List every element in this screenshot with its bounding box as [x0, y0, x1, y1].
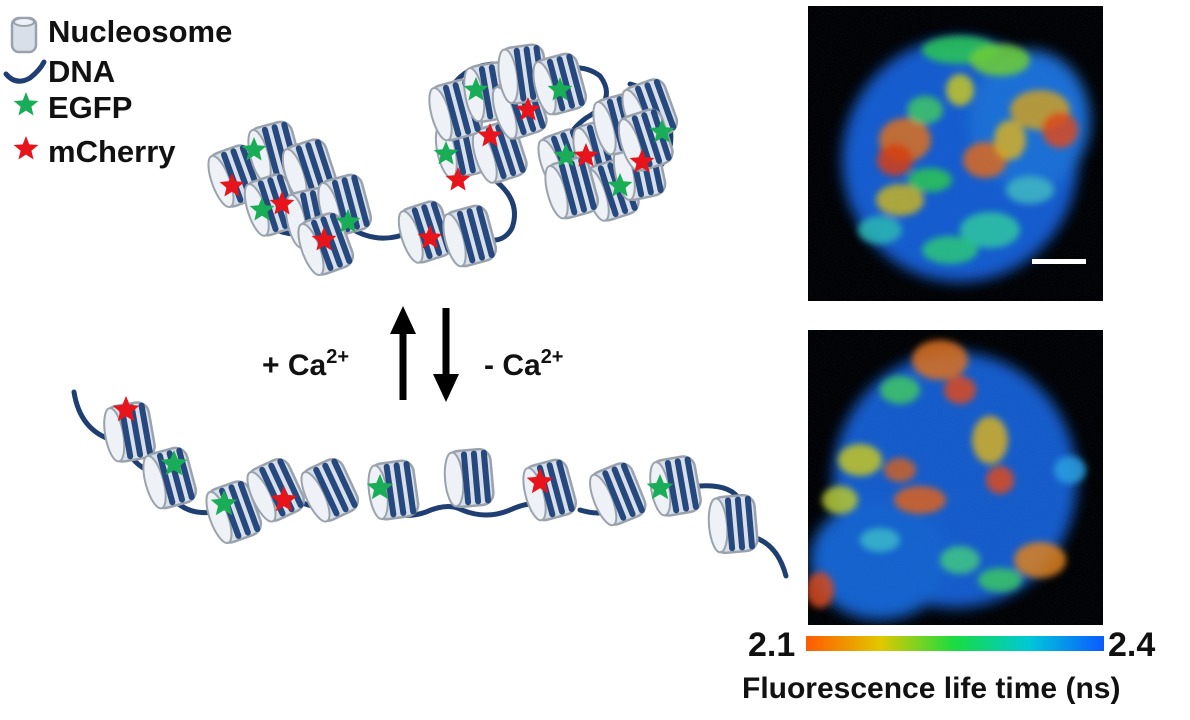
egfp-star-bottom-2 — [210, 490, 238, 516]
colorbar-max-label: 2.4 — [1108, 626, 1156, 664]
red-star-icon — [13, 136, 39, 160]
mcherry-star-top-8 — [477, 123, 503, 147]
scale-bar — [1032, 259, 1086, 264]
condensed-chromatin — [207, 43, 679, 277]
nucleosome-top-23 — [544, 156, 600, 220]
nucleosome-top-22 — [617, 108, 674, 172]
colorbar-title: Fluorescence life time (ns) — [742, 672, 1121, 705]
mcherry-star-top-10 — [445, 167, 471, 191]
egfp-star-top-0 — [241, 137, 267, 161]
mcherry-star-top-3 — [269, 191, 295, 215]
egfp-star-top-15 — [649, 119, 675, 143]
mcherry-star-top-16 — [629, 149, 655, 173]
nucleosome-top-8 — [442, 204, 498, 268]
arrow-down — [433, 308, 459, 402]
legend-label-egfp: EGFP — [48, 90, 133, 125]
colorbar-min-label: 2.1 — [748, 626, 796, 664]
green-star-icon — [13, 92, 39, 116]
legend-label-nucleosome: Nucleosome — [48, 14, 233, 49]
egfp-star-top-17 — [607, 173, 633, 197]
arrow-up — [390, 306, 416, 400]
egfp-star-top-12 — [547, 77, 573, 101]
extended-chromatin — [71, 389, 789, 579]
nucleosome-icon — [10, 16, 38, 54]
egfp-star-top-7 — [463, 77, 489, 101]
mcherry-star-bottom-3 — [270, 486, 298, 512]
mcherry-star-top-1 — [219, 173, 245, 197]
equilibrium-arrows — [390, 306, 459, 402]
egfp-star-top-13 — [553, 143, 579, 167]
legend-label-dna: DNA — [48, 54, 116, 89]
egfp-star-bottom-6 — [646, 474, 674, 500]
mcherry-star-top-5 — [311, 227, 337, 251]
legend-label-mcherry: mCherry — [48, 134, 176, 169]
flim-image-condensed — [808, 6, 1103, 301]
egfp-star-bottom-1 — [160, 450, 188, 476]
nucleosome-bottom-4 — [300, 458, 360, 523]
nucleosome-bottom-10 — [707, 493, 759, 555]
flim-image-extended — [808, 330, 1103, 625]
nucleosome-bottom-1 — [142, 446, 198, 510]
minus-calcium-label: - Ca2+ — [484, 346, 564, 382]
legend — [3, 16, 47, 160]
nucleosome-bottom-8 — [589, 462, 647, 527]
nucleosome-bottom-7 — [522, 458, 578, 522]
mcherry-star-top-11 — [515, 97, 541, 121]
nucleosome-bottom-6 — [443, 447, 495, 509]
nucleosome-top-2 — [281, 138, 338, 202]
mcherry-star-bottom-0 — [112, 396, 140, 422]
mcherry-star-top-6 — [417, 225, 443, 249]
egfp-star-top-4 — [335, 209, 361, 233]
egfp-star-bottom-4 — [366, 474, 394, 500]
colorbar — [806, 636, 1104, 651]
mcherry-star-bottom-5 — [526, 468, 554, 494]
mcherry-star-top-14 — [573, 143, 599, 167]
egfp-star-top-2 — [249, 197, 275, 221]
egfp-star-top-9 — [433, 141, 459, 165]
dna-icon — [3, 59, 47, 84]
nucleosome-bottom-5 — [367, 459, 420, 521]
plus-calcium-label: + Ca2+ — [262, 346, 350, 382]
